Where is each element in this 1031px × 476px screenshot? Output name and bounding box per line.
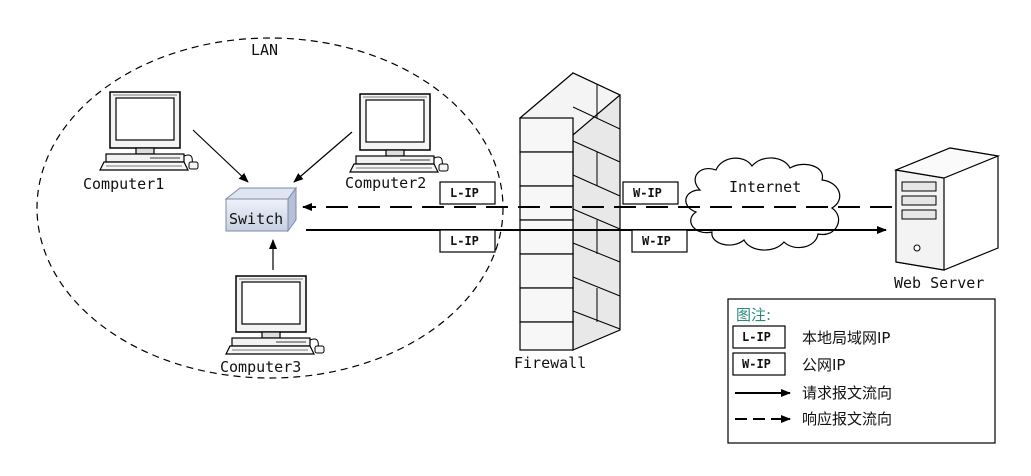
svg-text:W-IP: W-IP — [642, 234, 671, 248]
tag-wan-ip-response: W-IP — [622, 181, 679, 205]
link-computer2-switch — [293, 131, 353, 183]
computer-2[interactable]: Computer2 — [345, 93, 449, 192]
computer-1[interactable]: Computer1 — [83, 91, 199, 193]
legend-title: 图注: — [736, 306, 771, 324]
legend-key-wan-ip: W-IP — [742, 357, 771, 371]
switch-label: Switch — [229, 210, 283, 228]
web-server[interactable]: Web Server — [893, 147, 1001, 292]
link-computer1-switch — [192, 129, 249, 183]
legend-text-response: 响应报文流向 — [802, 410, 892, 428]
svg-text:W-IP: W-IP — [633, 186, 662, 200]
legend-text-lan-ip: 本地局域网IP — [802, 329, 890, 347]
legend-text-wan-ip: 公网IP — [802, 356, 845, 374]
computer-3-label: Computer3 — [220, 358, 301, 376]
firewall[interactable]: Firewall — [514, 72, 622, 372]
computer-3-icon — [225, 275, 325, 355]
internet-label: Internet — [729, 178, 801, 196]
tag-lan-ip-response: L-IP — [439, 181, 496, 205]
svg-text:L-IP: L-IP — [450, 234, 479, 248]
cloud-icon — [685, 157, 841, 251]
lan-label: LAN — [251, 41, 278, 59]
internet-cloud[interactable]: Internet — [685, 157, 841, 251]
svg-text:L-IP: L-IP — [450, 186, 479, 200]
tag-wan-ip-request: W-IP — [631, 229, 688, 253]
legend-text-request: 请求报文流向 — [802, 384, 892, 402]
computer-3[interactable]: Computer3 — [220, 275, 325, 376]
firewall-label: Firewall — [514, 354, 586, 372]
computer-2-icon — [349, 93, 449, 173]
web-server-label: Web Server — [894, 274, 984, 292]
legend: 图注: L-IP 本地局域网IP W-IP 公网IP 请求报文流向 响应报文流向 — [727, 298, 996, 444]
computer-2-label: Computer2 — [345, 174, 426, 192]
tag-lan-ip-request: L-IP — [439, 229, 496, 253]
legend-key-lan-ip: L-IP — [742, 330, 771, 344]
computer-1-icon — [99, 91, 199, 171]
switch[interactable]: Switch — [224, 186, 297, 233]
computer-1-label: Computer1 — [83, 175, 164, 193]
